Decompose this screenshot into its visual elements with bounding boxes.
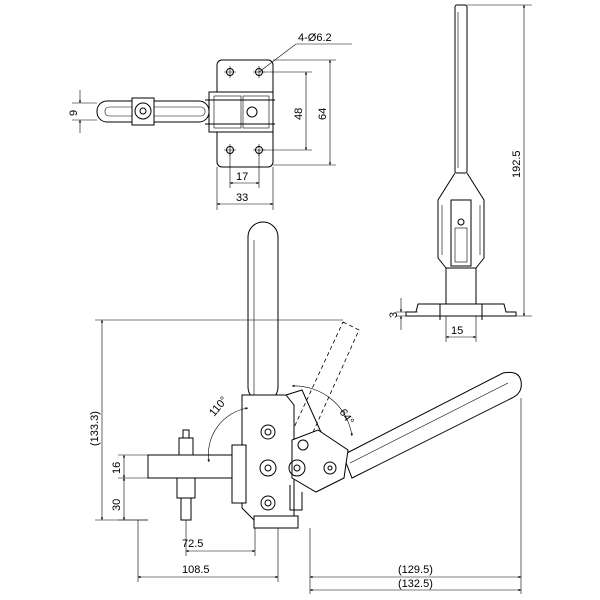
dim-16-label: 16: [111, 462, 123, 474]
dim-133-3-label: (133.3): [89, 411, 101, 446]
handle-open: [342, 371, 522, 479]
dim-64-label: 64: [317, 108, 329, 120]
dim-132-5-label: (132.5): [398, 578, 433, 590]
handle-side: [454, 4, 468, 174]
base-flange-side: [405, 303, 517, 317]
side-view: 192.5 3 15: [388, 4, 532, 342]
spindle: [176, 429, 196, 521]
front-view: 110° 64° (133.3) 16 30 72.5 108.5 (129.5…: [89, 221, 522, 594]
arm-block: [231, 444, 247, 504]
dim-3-label: 3: [388, 312, 400, 318]
clamp-arm: [147, 454, 247, 479]
handle-clamped: [247, 221, 279, 403]
dim-108-5-label: 108.5: [182, 564, 210, 576]
dim-48-label: 48: [293, 108, 305, 120]
clamp-body: [241, 394, 295, 521]
dim-192-5-label: 192.5: [511, 150, 523, 178]
dim-17-label: 17: [236, 171, 248, 183]
dim-9-label: 9: [68, 110, 80, 116]
dim-72-5-label: 72.5: [182, 538, 203, 550]
dim-30-label: 30: [111, 499, 123, 511]
dim-33-label: 33: [236, 192, 248, 204]
hole-callout-label: 4-Ø6.2: [298, 32, 332, 44]
top-view: 4-Ø6.2 48 64 9 17 33: [68, 32, 352, 210]
spindle-arm-top: [96, 97, 210, 126]
angle-64-label: 64°: [337, 407, 356, 428]
clamp-base: [253, 515, 299, 529]
angle-110-label: 110°: [207, 394, 230, 419]
dim-129-5-label: (129.5): [398, 564, 433, 576]
dim-15-label: 15: [451, 325, 463, 337]
